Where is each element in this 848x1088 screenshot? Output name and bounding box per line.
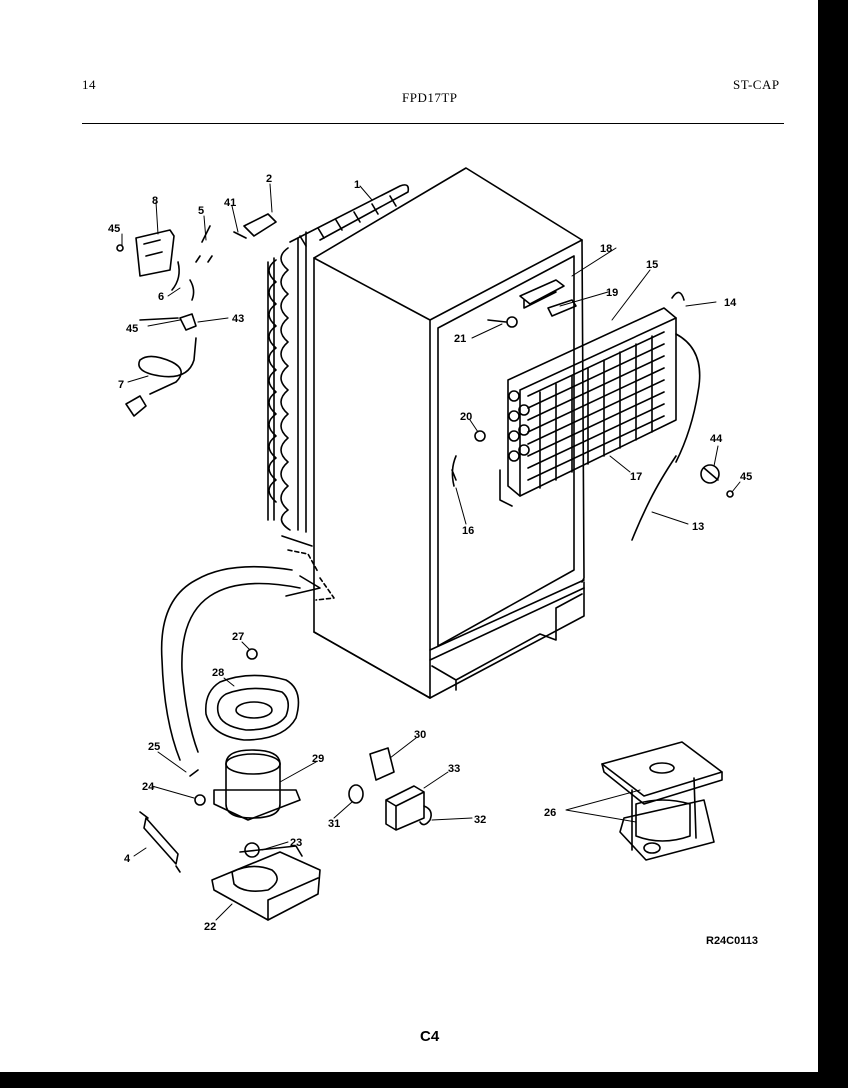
callout-24: 24	[142, 781, 155, 793]
header-rule	[82, 123, 784, 124]
drain-fitting	[287, 549, 335, 601]
callout-17: 17	[630, 471, 642, 483]
callout-1: 1	[354, 179, 360, 191]
callout-14: 14	[724, 297, 737, 309]
left-parts	[116, 213, 277, 417]
drain-arrow	[285, 575, 321, 597]
condenser-coil	[267, 184, 410, 547]
scan-border-bottom	[0, 1072, 848, 1088]
drawing-reference: R24C0113	[706, 935, 758, 947]
callout-44: 44	[710, 433, 723, 445]
capacitor	[139, 811, 181, 873]
callout-26: 26	[544, 807, 556, 819]
system-type: ST-CAP	[733, 77, 780, 92]
alternate-compressor	[601, 741, 723, 861]
scan-border-right	[818, 0, 848, 1088]
callout-28: 28	[212, 667, 224, 679]
callout-25: 25	[148, 741, 160, 753]
callout-30: 30	[414, 729, 426, 741]
compressor	[189, 749, 301, 858]
callout-43: 43	[232, 313, 244, 325]
callout-29: 29	[312, 753, 324, 765]
callout-7: 7	[118, 379, 124, 391]
callout-32: 32	[474, 814, 486, 826]
callout-21: 21	[454, 333, 466, 345]
callout-20: 20	[460, 411, 472, 423]
drain-pan	[204, 648, 300, 741]
callout-23: 23	[290, 837, 302, 849]
callout-41: 41	[224, 197, 236, 209]
callout-31: 31	[328, 818, 340, 830]
callout-13: 13	[692, 521, 704, 533]
callout-5: 5	[198, 205, 204, 217]
model-number: FPD17TP	[402, 90, 458, 105]
drain-tube	[160, 565, 301, 761]
callout-45-mid: 45	[126, 323, 138, 335]
callout-45-top: 45	[108, 223, 120, 235]
page-code: C4	[420, 1028, 440, 1045]
callout-16: 16	[462, 525, 474, 537]
relay-overload	[348, 747, 432, 831]
callout-8: 8	[152, 195, 158, 207]
refrigerator-cabinet	[313, 167, 585, 699]
callout-33: 33	[448, 763, 460, 775]
cord	[631, 455, 677, 541]
page-number: 14	[82, 77, 96, 92]
callout-2: 2	[266, 173, 272, 185]
compressor-base	[211, 845, 321, 921]
callout-15: 15	[646, 259, 658, 271]
callout-19: 19	[606, 287, 618, 299]
callout-4: 4	[124, 853, 131, 865]
callout-45-right: 45	[740, 471, 752, 483]
callout-6: 6	[158, 291, 164, 303]
leader-lines	[121, 183, 741, 921]
callout-27: 27	[232, 631, 244, 643]
small-parts-top	[451, 279, 734, 498]
evaporator	[499, 291, 701, 507]
callout-18: 18	[600, 243, 612, 255]
callout-22: 22	[204, 921, 216, 933]
